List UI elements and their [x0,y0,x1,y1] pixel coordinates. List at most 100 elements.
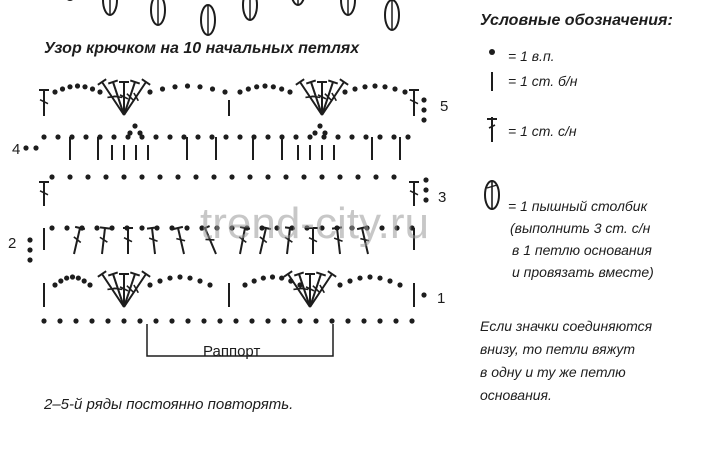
chain-stitch [55,134,61,140]
chain-stitch [41,318,47,324]
chain-stitch [89,318,95,324]
chain-stitch [52,89,58,95]
chain-stitch [195,134,201,140]
chain-stitch [242,282,248,288]
double-crochet [321,81,345,116]
chain-stitch [357,275,363,281]
double-crochet-bar [305,286,315,292]
double-crochet-bar [123,236,133,243]
chain-stitch [313,318,319,324]
chain-stitch [137,130,143,136]
repeat-bracket [146,324,334,357]
double-crochet [310,81,323,116]
chain-stitch [67,174,73,180]
chain-stitch [41,134,47,140]
chain-stitch [279,86,285,92]
chain-stitch [103,174,109,180]
chain-stitch [352,86,358,92]
chain-stitch [82,84,88,90]
legend-heading: Условные обозначения: [480,12,673,29]
chain-stitch [421,117,427,123]
chain-stitch [274,225,280,231]
chain-stitch [27,247,33,253]
chain-stitch [402,89,408,95]
chain-stitch [281,318,287,324]
double-crochet-bar [73,236,82,244]
double-crochet-bar [119,286,129,292]
double-crochet-bar [308,236,318,243]
legend-chain-label: = 1 в.п. [508,48,555,64]
chain-stitch [304,225,310,231]
watermark: trend-city.ru [200,199,429,248]
double-crochet [309,273,333,308]
row-label-3: 3 [438,189,447,206]
chain-stitch [222,89,228,95]
double-crochet-top [315,271,327,277]
chain-stitch [245,86,251,92]
chain-stitch [347,278,353,284]
chain-stitch [169,318,175,324]
chain-stitch [373,174,379,180]
chain-stitch [379,225,385,231]
chain-stitch [423,187,429,193]
chain-stitch [409,318,415,324]
repeat-label: Раппорт [203,343,261,360]
chain-stitch [167,134,173,140]
chain-stitch [52,282,58,288]
legend-note-line-2: внизу, то петли вяжут [480,341,636,357]
chain-stitch [223,134,229,140]
double-crochet-top [295,78,305,86]
chain-stitch [377,318,383,324]
chain-stitch [319,174,325,180]
double-crochet [286,227,291,255]
double-crochet-bar [126,285,134,293]
chain-stitch [74,83,81,89]
double-crochet-bar [113,287,123,291]
chain-stitch [83,134,89,140]
chain-stitch [367,274,373,280]
chain-stitch [377,134,383,140]
double-crochet-bar [39,190,49,196]
chain-stitch [423,197,429,203]
chain-stitch [251,278,257,284]
row-label-1: 1 [437,290,446,307]
chain-stitch [247,174,253,180]
chain-stitch [262,83,268,89]
chain-stitch [207,282,213,288]
double-crochet [151,227,156,255]
double-crochet [239,227,246,255]
chain-stitch [211,174,217,180]
chain-stitch [394,225,400,231]
chain-stitch [81,278,87,284]
chain-stitch [423,177,429,183]
chain-stitch [421,107,427,113]
chain-stitch [157,278,163,284]
chain-stitch [405,134,411,140]
double-crochet-top [129,79,141,85]
double-crochet-bar [409,98,419,105]
chain-stitch [270,84,276,90]
chain-stitch [109,225,115,231]
chain-stitch [362,84,368,90]
chain-stitch [297,318,303,324]
chain-stitch [391,134,397,140]
double-crochet [177,227,185,255]
chain-stitch [147,89,153,95]
double-crochet-bar [238,236,247,244]
chain-stitch [301,174,307,180]
legend-note-line-4: основания. [480,387,552,403]
chain-stitch [355,174,361,180]
legend-note-line-1: Если значки соединяются [480,318,653,334]
chart-title: Узор крючком на 10 начальных петлях [44,40,360,57]
chain-stitch [293,134,299,140]
chain-stitch [157,174,163,180]
row-label-2: 2 [8,235,17,252]
double-crochet-bar [259,236,268,244]
chain-stitch-icon [489,49,495,55]
chain-stitch [97,89,103,95]
double-crochet-top [129,271,141,277]
chain-stitch [249,318,255,324]
chain-stitch [321,134,327,140]
chain-stitch [132,123,138,129]
chain-stitch [147,282,153,288]
